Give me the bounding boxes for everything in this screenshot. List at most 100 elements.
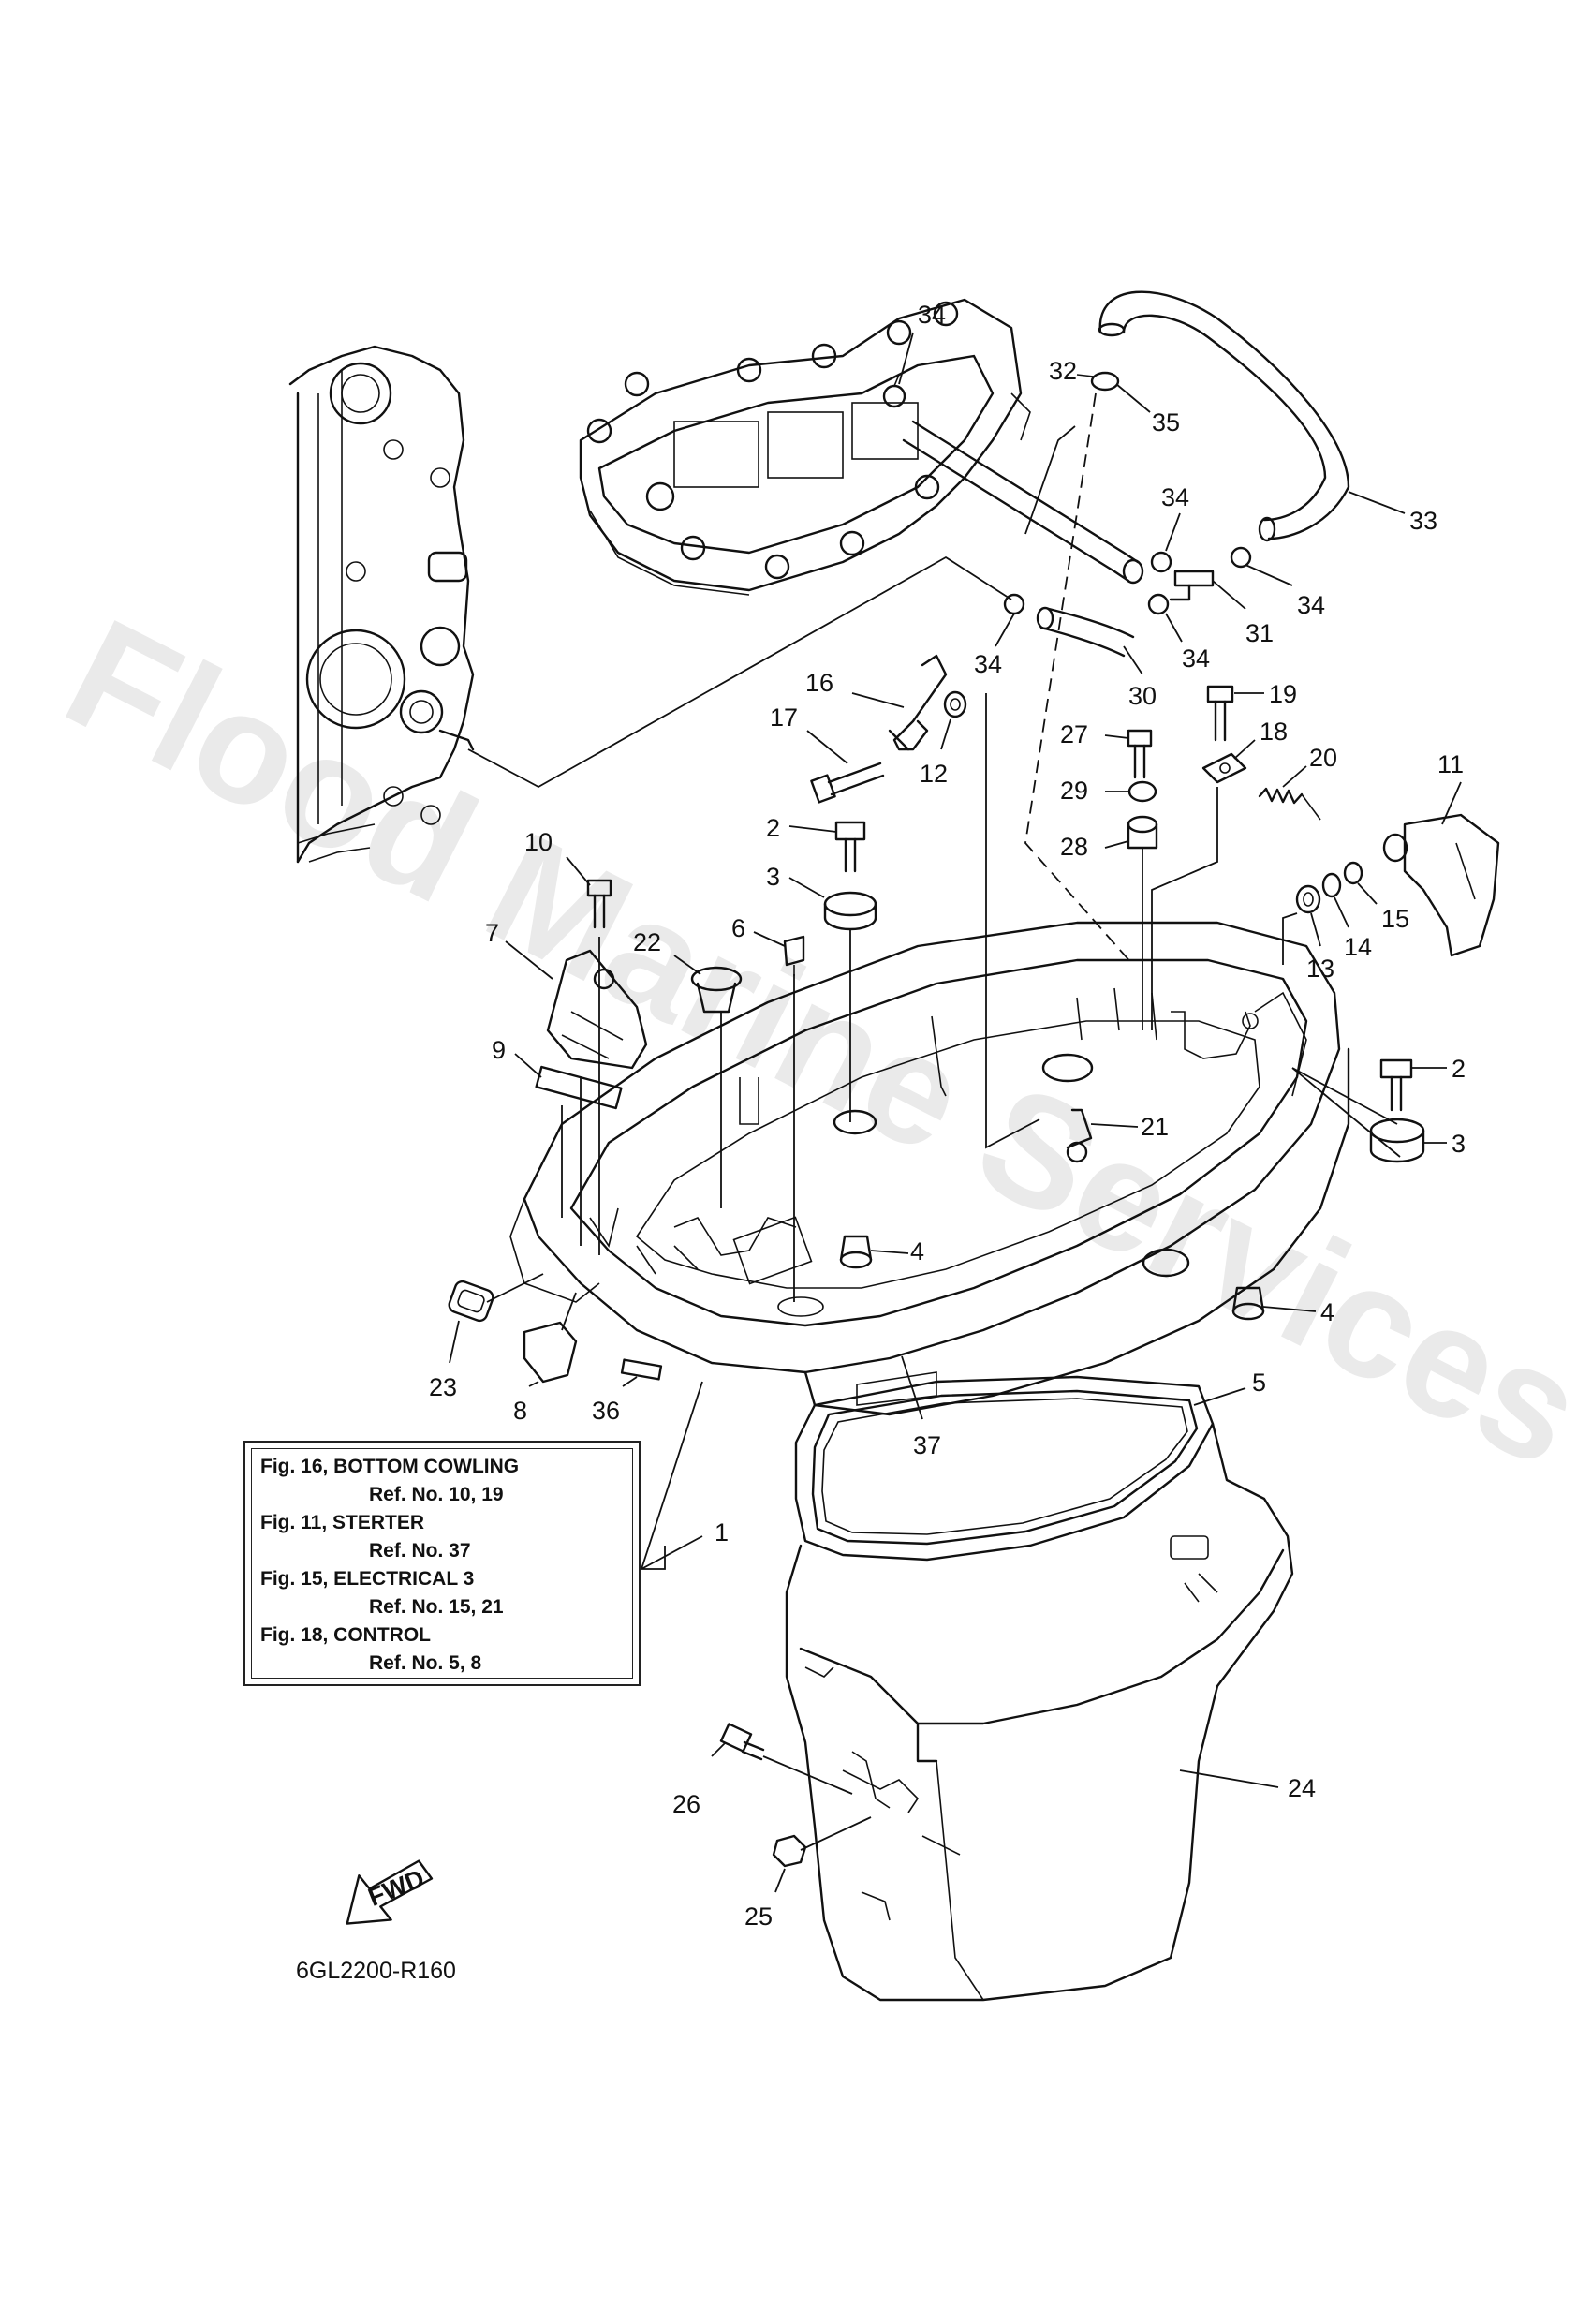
guide-line-25 <box>800 1816 872 1851</box>
fwd-label: FWD <box>364 1864 428 1912</box>
callout-23: 23 <box>429 1373 457 1401</box>
callout-36: 36 <box>592 1397 620 1425</box>
reference-fig-15: Fig. 15, ELECTRICAL 3 <box>260 1568 475 1590</box>
callout-15: 15 <box>1381 905 1409 933</box>
callout-30: 30 <box>1128 682 1157 710</box>
grommet-12 <box>943 690 967 718</box>
guide-line-18 <box>1151 787 1218 1030</box>
hose-33 <box>1098 290 1350 542</box>
guide-line-8 <box>561 1292 577 1331</box>
callout-34-left: 34 <box>974 650 1002 678</box>
callout-28: 28 <box>1060 833 1088 861</box>
clamp-34-lower <box>1147 593 1170 615</box>
bolt-2-left <box>834 821 866 873</box>
clamp-34-left <box>1003 593 1025 615</box>
callout-1: 1 <box>715 1518 729 1547</box>
callout-35: 35 <box>1152 408 1180 437</box>
reference-fig-11: Fig. 11, STERTER <box>260 1512 425 1533</box>
callout-3-left: 3 <box>766 863 780 891</box>
callout-9: 9 <box>492 1036 506 1064</box>
fwd-arrow-icon: FWD <box>346 1859 434 1925</box>
cover-7 <box>546 949 648 1070</box>
grommet-22 <box>690 966 743 1014</box>
callout-34-mid: 34 <box>1161 483 1189 511</box>
reference-box: Fig. 16, BOTTOM COWLING Ref. No. 10, 19 … <box>243 1441 641 1686</box>
reference-fig-16: Fig. 16, BOTTOM COWLING <box>260 1456 520 1477</box>
callout-34-lower: 34 <box>1182 644 1210 673</box>
diagram-code: 6GL2200-R160 <box>296 1958 456 1984</box>
engine-block <box>288 345 475 864</box>
bolt-27 <box>1127 729 1153 779</box>
bolt-2-right <box>1379 1058 1413 1112</box>
reference-fig-18: Fig. 18, CONTROL <box>260 1624 432 1646</box>
grommet-13 <box>1295 884 1321 914</box>
callout-4-left: 4 <box>910 1237 924 1266</box>
callout-27: 27 <box>1060 720 1088 748</box>
callout-17: 17 <box>770 703 798 732</box>
ring-15 <box>1343 861 1363 885</box>
guide-line-3-right <box>1291 1067 1401 1158</box>
ring-14 <box>1321 872 1342 898</box>
joint-31 <box>1169 570 1215 601</box>
callout-7: 7 <box>485 919 499 947</box>
nut-25 <box>772 1834 807 1868</box>
guide-line-23 <box>486 1273 544 1303</box>
bracket-8 <box>523 1321 578 1384</box>
hose-30 <box>1036 606 1135 658</box>
callout-20: 20 <box>1309 744 1337 772</box>
callout-16: 16 <box>805 669 833 697</box>
mount-3-right <box>1369 1118 1425 1163</box>
callout-2-right: 2 <box>1452 1055 1466 1083</box>
hose-routing-line <box>467 555 1012 789</box>
grommet-23 <box>448 1280 494 1323</box>
callout-34-right: 34 <box>1297 591 1325 619</box>
callout-26: 26 <box>672 1790 700 1818</box>
callout-labels: 34 32 35 33 34 34 31 34 30 34 16 17 <box>429 301 1466 1931</box>
callout-8: 8 <box>513 1397 527 1425</box>
guide-line-13 <box>1282 912 1298 965</box>
callout-21: 21 <box>1141 1113 1169 1141</box>
watermark-text: Flood Marine Services <box>41 585 1577 1501</box>
clamp-34-right <box>1230 546 1252 569</box>
clamp-34-mid <box>1150 551 1172 573</box>
callout-13: 13 <box>1306 955 1334 983</box>
callout-14: 14 <box>1344 933 1372 961</box>
guide-line-12 <box>985 693 1040 1149</box>
spring-20 <box>1258 787 1321 821</box>
bolt-19 <box>1206 685 1234 742</box>
tie-35 <box>1076 371 1120 392</box>
hose-32 <box>902 420 1144 585</box>
callout-18: 18 <box>1260 718 1288 746</box>
callout-31: 31 <box>1245 619 1274 647</box>
callout-4-right: 4 <box>1320 1298 1334 1326</box>
callout-25: 25 <box>744 1902 773 1931</box>
grommet-4-left <box>839 1235 873 1269</box>
callout-22: 22 <box>633 928 661 956</box>
grommet-28 <box>1127 815 1158 850</box>
callout-10: 10 <box>524 828 553 856</box>
callout-24: 24 <box>1288 1774 1316 1802</box>
clamp-34-top <box>882 374 906 408</box>
reference-refs-15: Ref. No. 15, 21 <box>369 1596 504 1618</box>
callout-3-right: 3 <box>1452 1130 1466 1158</box>
callout-34: 34 <box>918 301 946 329</box>
bolt-17 <box>810 762 885 804</box>
callout-19: 19 <box>1269 680 1297 708</box>
reference-refs-16: Ref. No. 10, 19 <box>369 1484 504 1505</box>
bolt-10 <box>586 879 612 929</box>
fitting-21 <box>1066 1108 1093 1163</box>
mount-3-left <box>823 891 877 931</box>
engine-mount-adapter <box>579 298 1031 596</box>
bracket-16 <box>888 654 948 751</box>
apron-24 <box>785 1422 1294 2002</box>
callout-2-left: 2 <box>766 814 780 842</box>
seal-5 <box>794 1375 1215 1562</box>
washer-29 <box>1127 780 1157 803</box>
callout-33: 33 <box>1409 507 1437 535</box>
guide-line-26 <box>762 1755 853 1795</box>
tape-36 <box>620 1358 663 1381</box>
callout-32: 32 <box>1049 357 1077 385</box>
reference-box-inner-border <box>251 1448 633 1679</box>
reference-refs-11: Ref. No. 37 <box>369 1540 471 1562</box>
